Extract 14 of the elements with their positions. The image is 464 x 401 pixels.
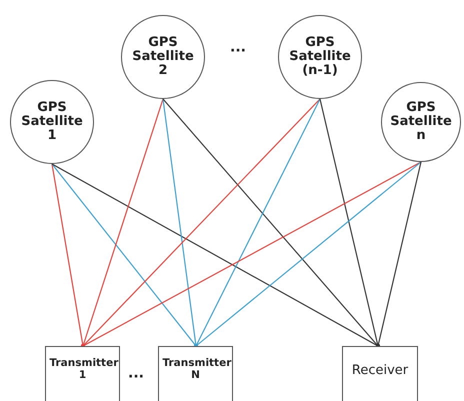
ellipsis-label: ··· bbox=[128, 369, 144, 385]
node-label: GPS Satellite n bbox=[390, 100, 452, 144]
connector-line bbox=[194, 162, 422, 348]
connector-line bbox=[162, 98, 380, 348]
transmitter-box bbox=[45, 346, 120, 401]
transmitter-box bbox=[158, 346, 233, 401]
ellipsis-label: ··· bbox=[230, 43, 246, 59]
connector-line bbox=[376, 162, 422, 348]
node-label: GPS Satellite 1 bbox=[21, 100, 83, 144]
connector-line bbox=[81, 162, 422, 348]
node-label: Receiver bbox=[350, 364, 410, 378]
receiver-box bbox=[342, 346, 418, 401]
node-label: GPS Satellite (n-1) bbox=[289, 36, 351, 78]
node-label: GPS Satellite 2 bbox=[132, 36, 194, 78]
